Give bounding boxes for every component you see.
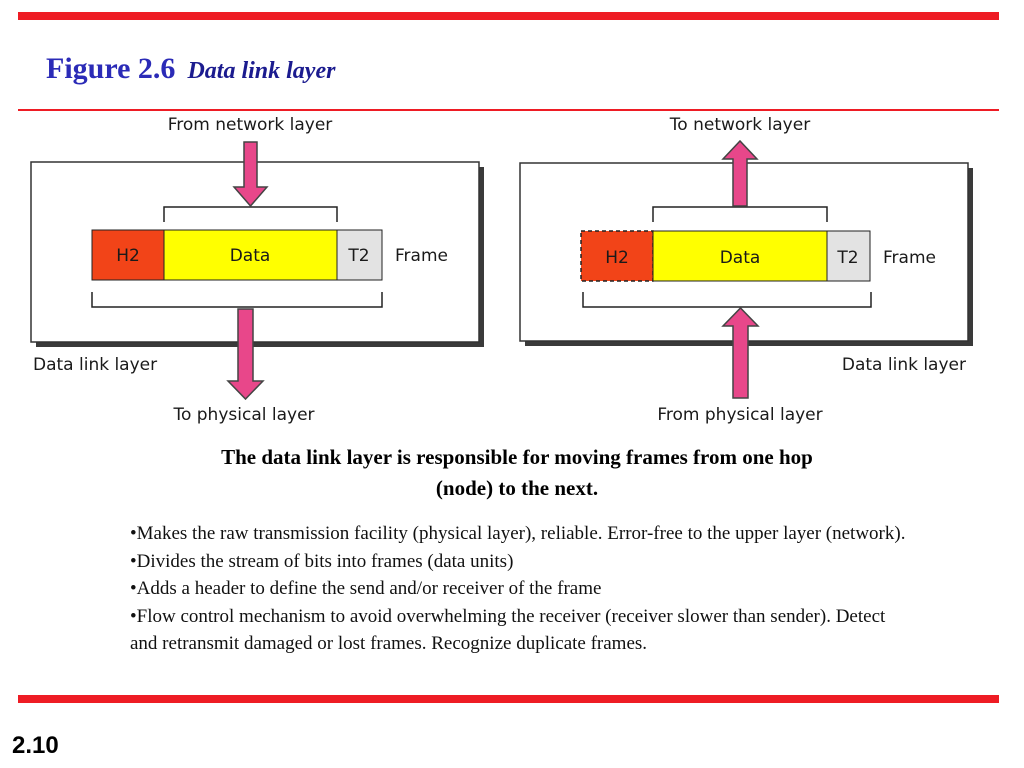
header-cell (91, 229, 165, 281)
bullet-item: •Adds a header to define the send and/or… (130, 578, 602, 599)
arrow-up-icon (721, 139, 759, 207)
trailer-cell (336, 229, 383, 281)
receiver-layer-label: Data link layer (842, 355, 966, 375)
figure-number: Figure 2.6 (46, 52, 176, 85)
frame-bracket-bottom (91, 292, 383, 308)
slide-title: Figure 2.6 Data link layer (46, 52, 335, 86)
bullet-item: •Makes the raw transmission facility (ph… (130, 523, 906, 544)
frame-bracket-bottom (582, 292, 872, 308)
trailer-cell (826, 230, 871, 282)
arrow-down-icon (232, 141, 269, 208)
trailer-label: T2 (836, 248, 858, 268)
arrow-down-icon (226, 308, 265, 401)
receiver-panel: H2 Data T2 Frame To network layer Data l… (519, 115, 973, 425)
data-label: Data (720, 248, 761, 268)
data-link-diagram: H2 Data T2 Frame From network layer Data… (30, 115, 973, 425)
sender-layer-label: Data link layer (33, 355, 157, 375)
bullet-item: •Divides the stream of bits into frames … (130, 550, 514, 572)
bullet-item: •Flow control mechanism to avoid overwhe… (130, 605, 886, 655)
bottom-accent-bar (18, 695, 999, 703)
arrow-up-icon (721, 306, 760, 399)
from-network-layer-label: From network layer (168, 115, 333, 135)
from-physical-layer-label: From physical layer (657, 405, 822, 425)
data-cell (652, 230, 828, 282)
header-cell-stripped (580, 230, 654, 282)
title-divider (18, 109, 999, 111)
top-accent-bar (18, 12, 999, 20)
sender-panel: H2 Data T2 Frame From network layer Data… (30, 115, 484, 425)
figure-subtitle: Data link layer (187, 58, 336, 84)
data-bracket-top (652, 206, 828, 222)
slide-number: 2.10 (12, 732, 59, 759)
to-network-layer-label: To network layer (669, 115, 810, 135)
header-label: H2 (116, 246, 140, 266)
header-label: H2 (605, 248, 629, 268)
data-label: Data (230, 246, 271, 266)
frame-label: Frame (883, 248, 936, 268)
bullet-list: •Makes the raw transmission facility (ph… (130, 520, 910, 658)
frame-label: Frame (395, 246, 448, 266)
trailer-label: T2 (347, 246, 369, 266)
to-physical-layer-label: To physical layer (172, 405, 314, 425)
summary-text: The data link layer is responsible for m… (221, 445, 813, 500)
